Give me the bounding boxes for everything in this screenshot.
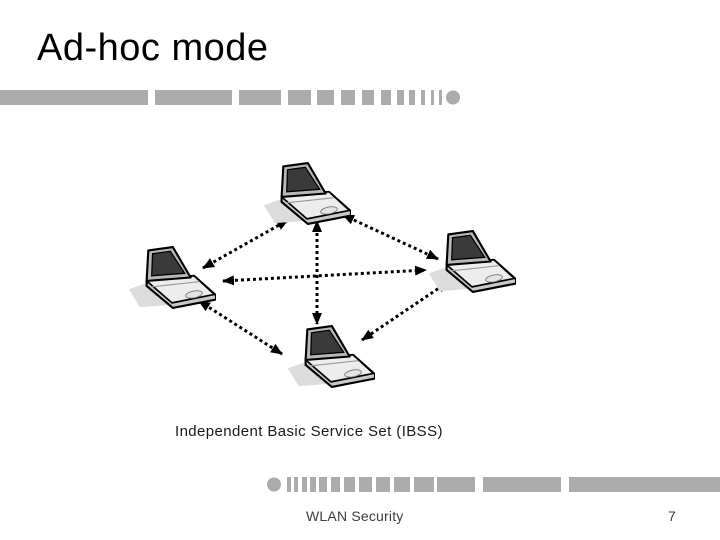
diagram-caption: Independent Basic Service Set (IBSS) [175,423,443,440]
decor-bar-segment [155,90,232,105]
decor-bar-segment [359,477,372,492]
decor-bar-segment [302,477,307,492]
decor-bar-segment [287,477,291,492]
decor-bar-segment [421,90,425,105]
laptop-bottom-icon [287,325,375,388]
arrow-laptop-left-laptop-bottom [198,299,283,356]
decor-bar-segment [0,90,148,105]
arrow-laptop-right-laptop-bottom [361,280,449,342]
decor-bar-segment [394,477,410,492]
decor-bar-segment [409,90,415,105]
decor-bar-segment [331,477,340,492]
decor-bar-segment [239,90,281,105]
decor-bar-segment [294,477,298,492]
arrow-laptop-top-laptop-right [342,213,439,261]
decor-bar-segment [376,477,390,492]
decor-bar-segment [288,90,311,105]
decor-bar-segment [414,477,434,492]
arrow-laptop-left-laptop-top [202,218,289,270]
decor-bar-segment [319,477,327,492]
bottom-decor-bar [267,477,720,492]
laptop-right-icon [428,230,516,293]
decor-bar-segment [569,477,720,492]
decor-bar-segment [483,477,561,492]
decor-bar-dot [446,90,460,105]
decor-bar-segment [362,90,374,105]
mesh-arrows [198,213,449,356]
decor-bar-segment [381,90,391,105]
decor-bar-segment [344,477,355,492]
arrow-laptop-left-laptop-right [222,265,427,286]
laptop-top-icon [263,162,351,225]
decor-bar-segment [437,477,475,492]
decor-bar-segment [431,90,434,105]
decor-bar-segment [397,90,404,105]
slide-title: Ad-hoc mode [37,27,269,69]
decor-bar-dot [267,477,281,492]
decor-bar-segment [317,90,334,105]
decor-bar-segment [310,477,316,492]
page-number: 7 [668,508,676,524]
laptop-left-icon [128,246,216,309]
laptop-nodes [128,162,516,388]
footer-title: WLAN Security [306,508,404,524]
top-decor-bar [0,90,460,105]
decor-bar-segment [439,90,442,105]
decor-bar-segment [341,90,355,105]
